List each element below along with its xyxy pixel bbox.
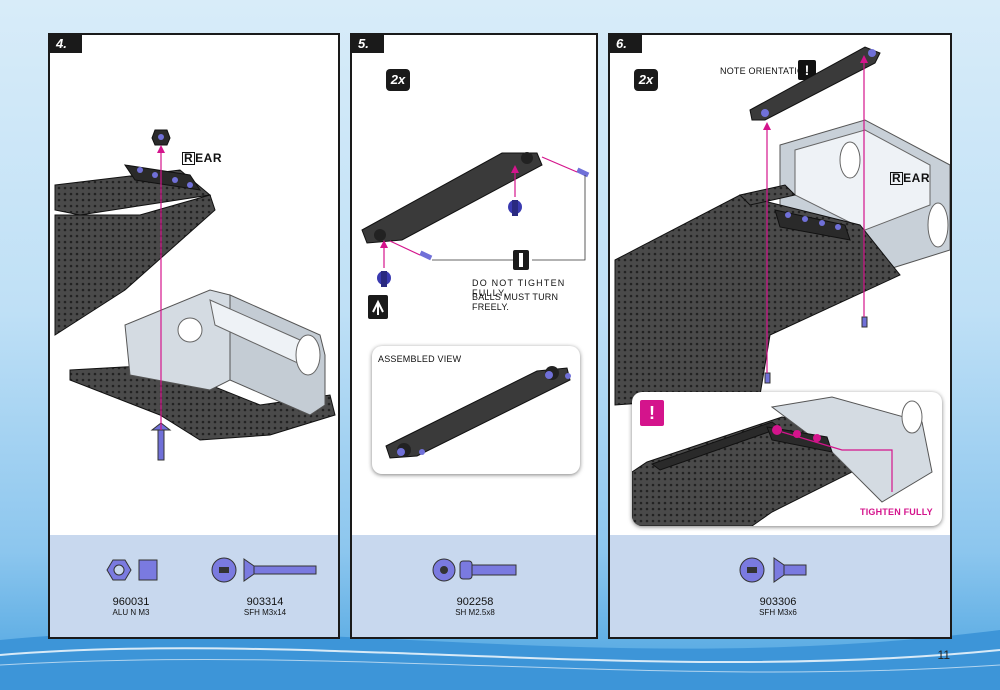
part-903306: 903306 SFH M3x6 (738, 555, 818, 618)
assembled-link-illustration (385, 366, 571, 459)
quantity-badge: 2x (386, 69, 410, 91)
parts-list: 902258 SH M2.5x8 (352, 535, 596, 637)
countersunk-screw-icon (739, 557, 807, 583)
part-902258: 902258 SH M2.5x8 (430, 555, 520, 618)
socket-head-screw-icon (432, 558, 517, 582)
background-swoosh (0, 630, 1000, 690)
tighten-detail-inset: ! TIGHTEN FULLY (632, 392, 942, 526)
step-number: 4. (50, 35, 82, 53)
part-903314: 903314 SFH M3x14 (210, 555, 320, 618)
step-6-illustration (614, 46, 950, 406)
quantity-badge: 2x (634, 69, 658, 91)
part-960031: 960031 ALU N M3 (96, 555, 166, 618)
tighten-detail-illustration (632, 396, 933, 526)
step-number: 6. (610, 35, 642, 53)
tighten-fully-label: TIGHTEN FULLY (860, 507, 933, 517)
inset-title: ASSEMBLED VIEW (378, 354, 462, 364)
note-line-1: DO NOT TIGHTEN FULLY, (472, 278, 566, 298)
assembled-view-inset: ASSEMBLED VIEW (372, 346, 580, 474)
parts-list: 903306 SFH M3x6 (610, 535, 950, 637)
step-number: 5. (352, 35, 384, 53)
step-5-illustration (361, 152, 590, 319)
note-orientation-label: NOTE ORIENTATION (720, 66, 811, 76)
countersunk-screw-icon (211, 557, 317, 583)
nut-icon (106, 559, 158, 581)
warning-icon: ! (640, 400, 664, 426)
note-line-2: BALLS MUST TURN FREELY. (472, 292, 559, 312)
step-5-panel: 5. 2x DO NOT TIGHTEN FULLY, BALLS MUST T… (350, 33, 598, 639)
page-number: 11 (937, 648, 950, 662)
step-4-illustration (54, 129, 336, 461)
warning-icon: ! (798, 60, 816, 80)
parts-list: 960031 ALU N M3 903314 SFH M3x14 (50, 535, 338, 637)
